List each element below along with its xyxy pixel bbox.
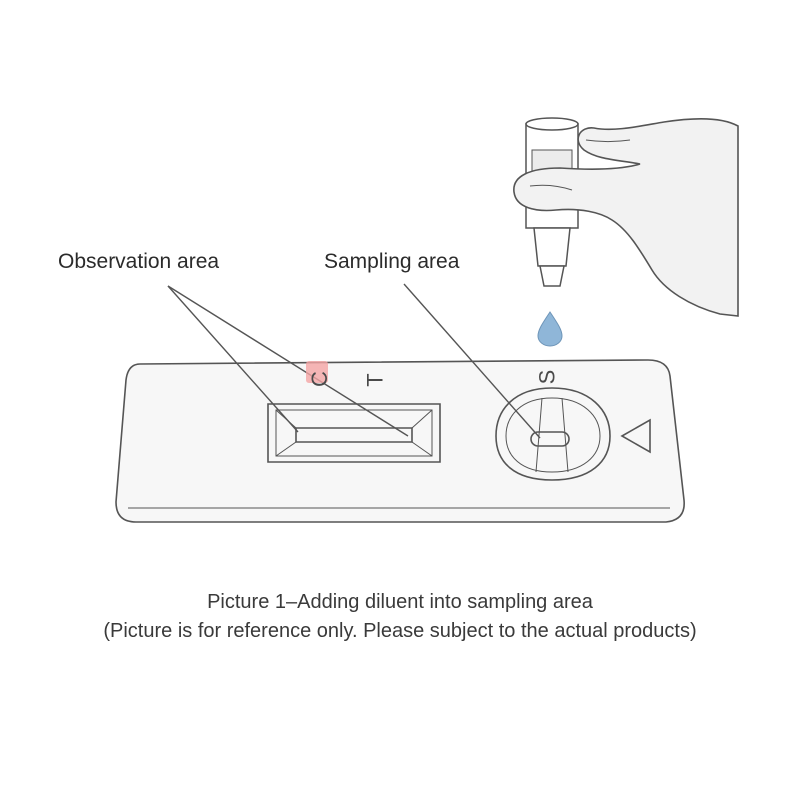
cassette-outline (115, 359, 685, 523)
sampling-leader (403, 283, 541, 439)
sample-well-hole (530, 431, 570, 447)
observation-area-label: Observation area (58, 250, 220, 273)
test-cassette (115, 359, 685, 523)
direction-arrow-icon (620, 418, 651, 454)
figure-caption-title: Picture 1–Adding diluent into sampling a… (207, 591, 593, 613)
sample-well (495, 387, 611, 481)
figure-caption-note: (Picture is for reference only. Please s… (103, 620, 697, 642)
diluent-drop-icon (537, 311, 563, 347)
sampling-area-label: Sampling area (324, 250, 460, 273)
observation-leader-2 (167, 285, 409, 437)
test-line-mark: T (362, 373, 388, 387)
control-line-mark: C (306, 371, 332, 387)
leader-lines (167, 283, 541, 439)
sample-well-mark: S (534, 369, 560, 385)
observation-leader-1 (167, 285, 299, 433)
hand-illustration (513, 117, 739, 317)
control-mark-highlight (306, 361, 328, 383)
